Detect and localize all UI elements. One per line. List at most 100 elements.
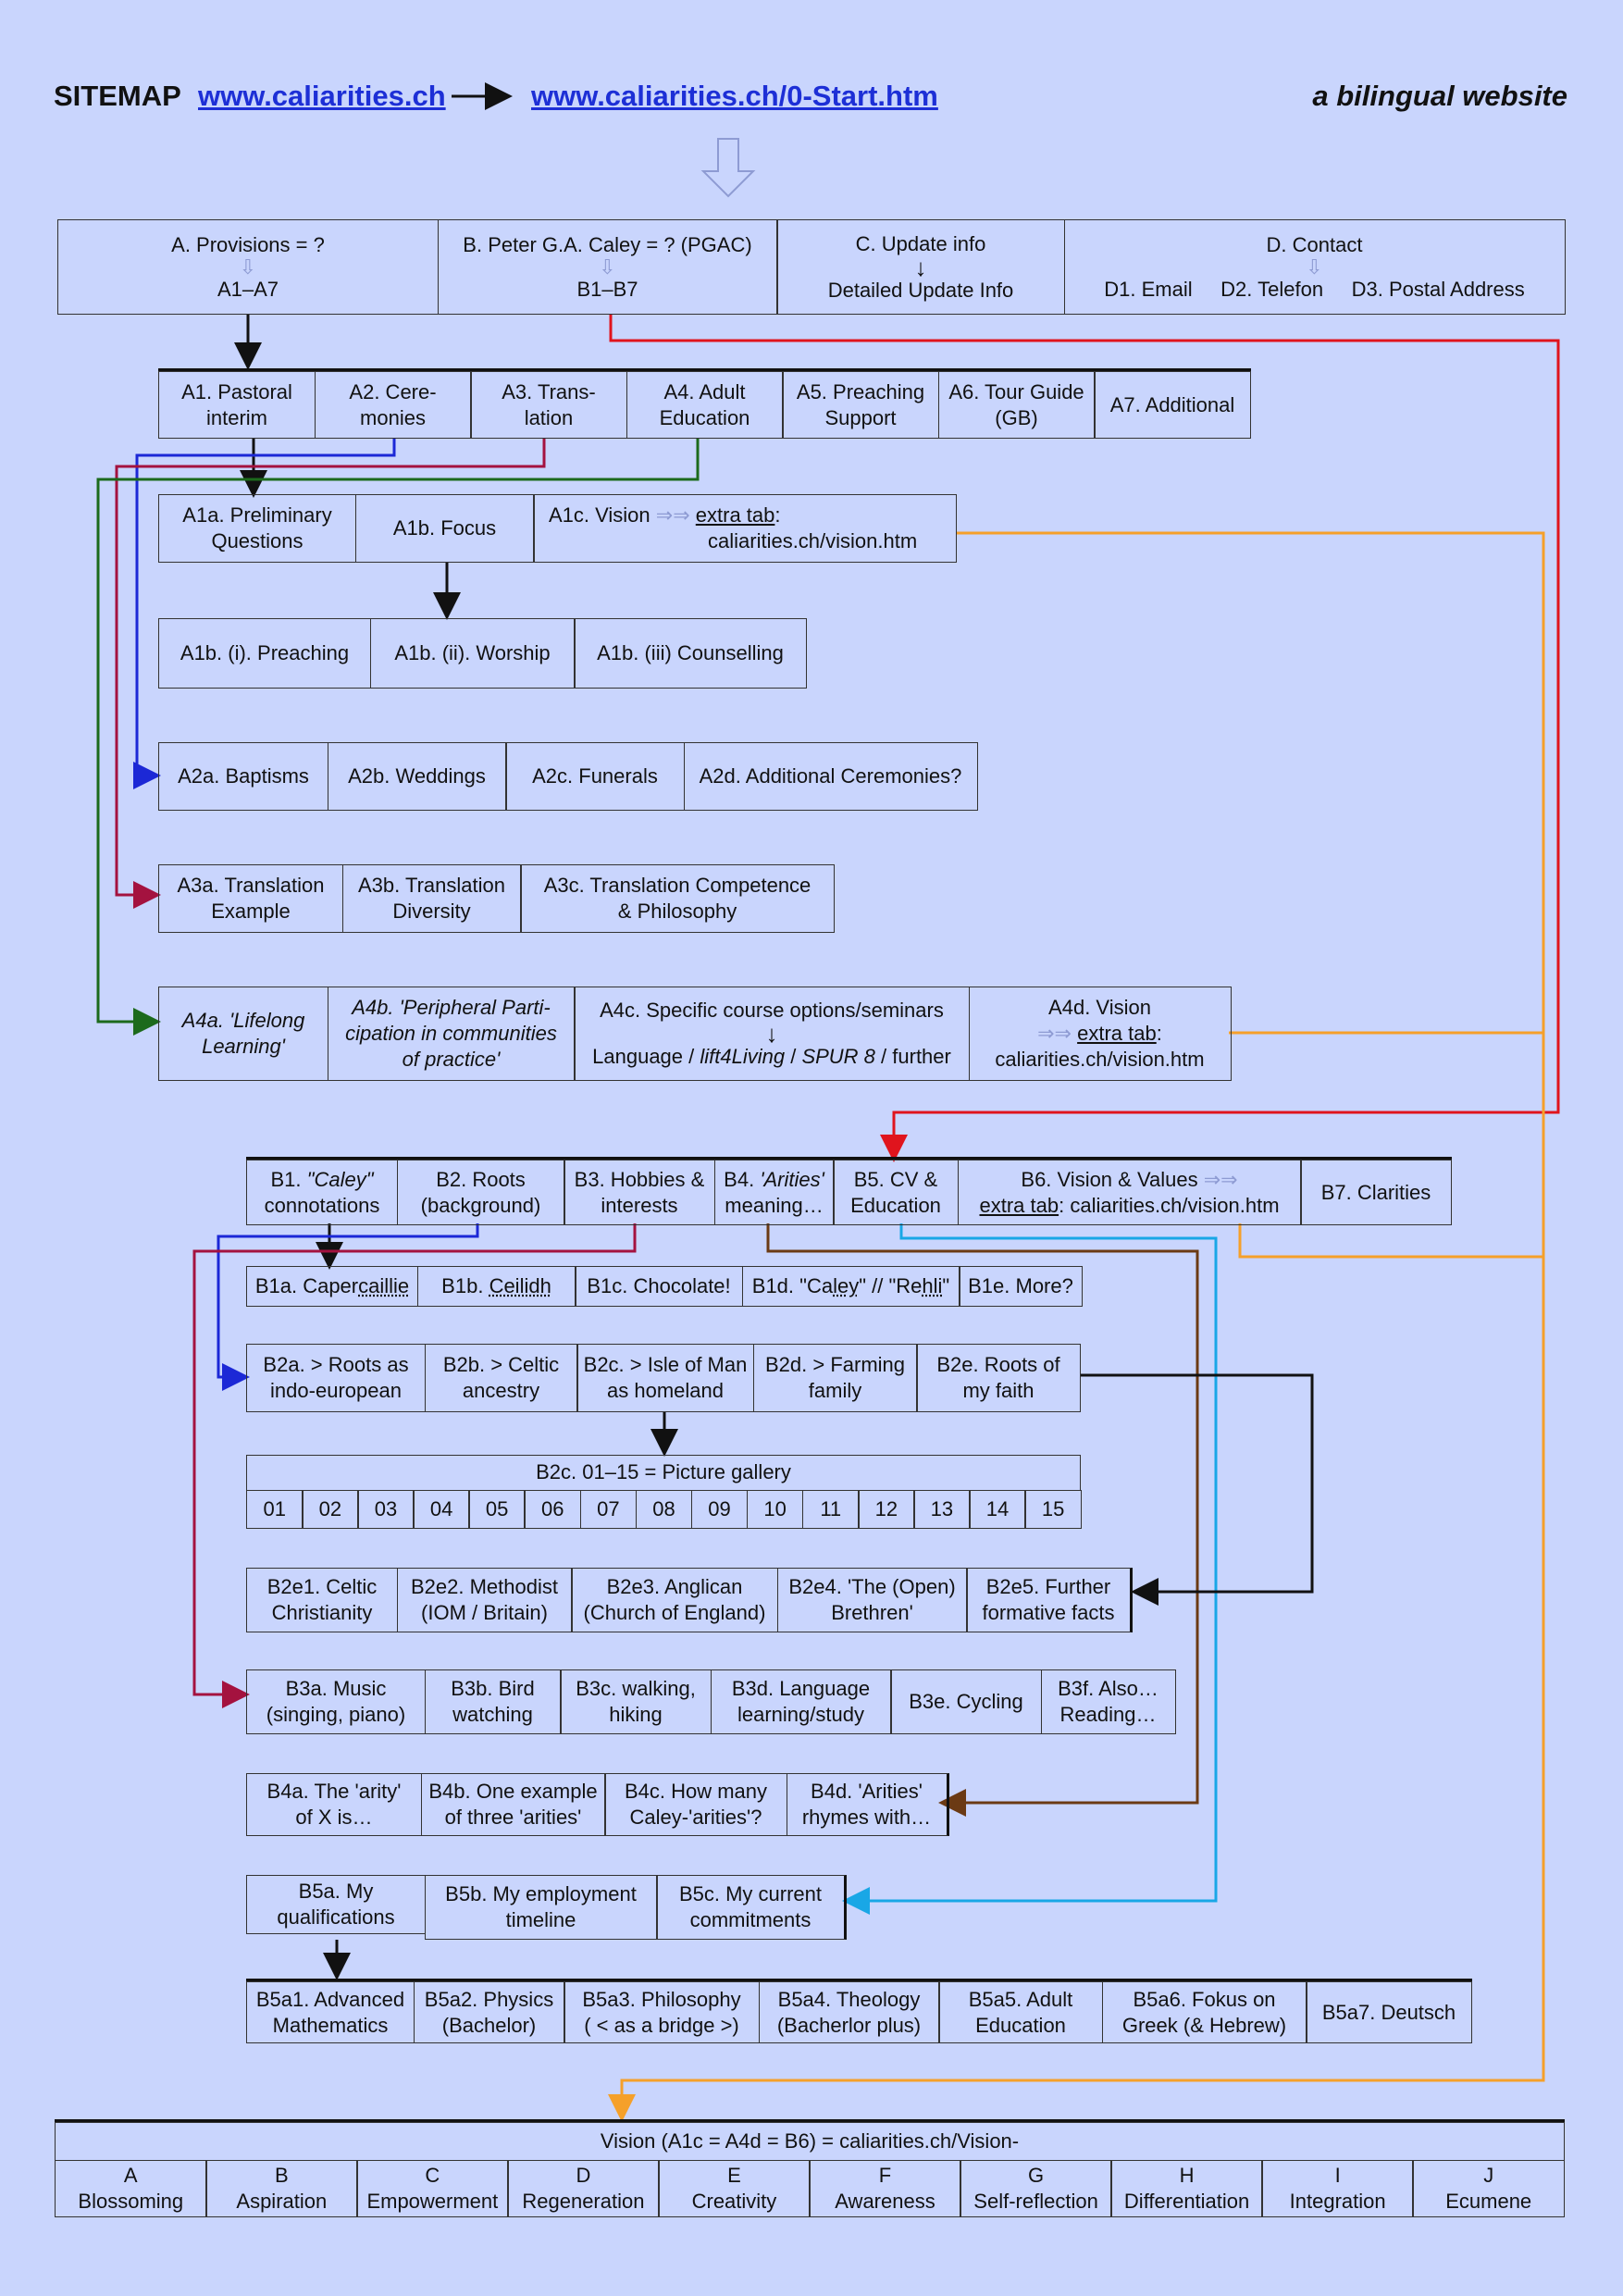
a2a-baptisms[interactable]: A2a. Baptisms xyxy=(158,742,328,811)
a4a-lifelong-learning[interactable]: A4a. 'Lifelong Learning' xyxy=(158,987,328,1081)
a1b-i-preaching[interactable]: A1b. (i). Preaching xyxy=(158,618,371,689)
a7-additional[interactable]: A7. Additional xyxy=(1094,371,1251,439)
a1-pastoral[interactable]: A1. Pastoral interim xyxy=(158,371,316,439)
gallery-item-02[interactable]: 02 xyxy=(302,1490,359,1529)
a3b-translation-diversity[interactable]: A3b. Translation Diversity xyxy=(341,864,522,933)
b4-arities-meaning[interactable]: B4. 'Arities' meaning… xyxy=(713,1160,835,1225)
gallery-item-09[interactable]: 09 xyxy=(690,1490,749,1529)
start-url-link[interactable]: www.caliarities.ch/0-Start.htm xyxy=(531,80,938,112)
gallery-item-03[interactable]: 03 xyxy=(357,1490,415,1529)
b2e2-methodist[interactable]: B2e2. Methodist (IOM / Britain) xyxy=(396,1568,573,1632)
a4c-spur8[interactable]: SPUR 8 xyxy=(801,1045,875,1068)
gallery-item-07[interactable]: 07 xyxy=(579,1490,638,1529)
a4c-course-options[interactable]: A4c. Specific course options/seminars ↓ … xyxy=(574,987,970,1081)
b1-caley-connotations[interactable]: B1. "Caley" connotations xyxy=(246,1160,398,1225)
b5a2-physics[interactable]: B5a2. Physics (Bachelor) xyxy=(413,1981,565,2043)
root-url-link[interactable]: www.caliarities.ch xyxy=(198,80,446,112)
gallery-item-15[interactable]: 15 xyxy=(1024,1490,1082,1529)
b2e5-further-facts[interactable]: B2e5. Further formative facts xyxy=(966,1568,1133,1632)
b4d-rhymes-with[interactable]: B4d. 'Arities' rhymes with… xyxy=(786,1773,949,1836)
gallery-item-14[interactable]: 14 xyxy=(969,1490,1026,1529)
contact-email[interactable]: D1. Email xyxy=(1104,277,1193,301)
a3a-translation-example[interactable]: A3a. Translation Example xyxy=(158,864,343,933)
b3-hobbies[interactable]: B3. Hobbies & interests xyxy=(564,1160,715,1225)
a5-preaching[interactable]: A5. Preaching Support xyxy=(782,371,939,439)
a4c-lift4living[interactable]: lift4Living xyxy=(700,1045,786,1068)
b5a6-greek-hebrew[interactable]: B5a6. Fokus on Greek (& Hebrew) xyxy=(1101,1981,1307,2043)
a4d-vision[interactable]: A4d. Vision ⇒⇒ extra tab: caliarities.ch… xyxy=(968,987,1232,1081)
gallery-item-13[interactable]: 13 xyxy=(913,1490,971,1529)
gallery-item-04[interactable]: 04 xyxy=(413,1490,470,1529)
b5-cv-education[interactable]: B5. CV & Education xyxy=(833,1160,959,1225)
b4c-how-many[interactable]: B4c. How many Caley-'arities'? xyxy=(604,1773,787,1836)
a2d-additional[interactable]: A2d. Additional Ceremonies? xyxy=(683,742,978,811)
b6-url[interactable]: caliarities.ch/vision.htm xyxy=(1070,1193,1280,1217)
a3-translation[interactable]: A3. Trans- lation xyxy=(470,371,627,439)
a2c-funerals[interactable]: A2c. Funerals xyxy=(505,742,685,811)
gallery-item-10[interactable]: 10 xyxy=(746,1490,804,1529)
a4c-further[interactable]: further xyxy=(892,1045,951,1068)
a1a-preliminary[interactable]: A1a. Preliminary Questions xyxy=(158,494,356,563)
b2a-indo-european[interactable]: B2a. > Roots as indo-european xyxy=(246,1344,426,1412)
a6-tour-guide[interactable]: A6. Tour Guide (GB) xyxy=(937,371,1096,439)
b2d-farming-family[interactable]: B2d. > Farming family xyxy=(752,1344,918,1412)
a1b-ii-worship[interactable]: A1b. (ii). Worship xyxy=(369,618,576,689)
a2-ceremonies[interactable]: A2. Cere- monies xyxy=(314,371,472,439)
a4d-url[interactable]: caliarities.ch/vision.htm xyxy=(995,1048,1205,1071)
b5a4-theology[interactable]: B5a4. Theology (Bacherlor plus) xyxy=(758,1981,940,2043)
b3f-also-reading[interactable]: B3f. Also… Reading… xyxy=(1040,1669,1176,1734)
a4-adult-education[interactable]: A4. Adult Education xyxy=(626,371,784,439)
b1c-chocolate[interactable]: B1c. Chocolate! xyxy=(575,1266,743,1307)
b6-extra-tab[interactable]: extra tab xyxy=(979,1193,1059,1217)
b1b-ceilidh[interactable]: B1b. Ceilidh xyxy=(416,1266,576,1307)
b3e-cycling[interactable]: B3e. Cycling xyxy=(890,1669,1042,1734)
b5c-current-commitments[interactable]: B5c. My current commitments xyxy=(656,1875,847,1940)
section-c-update[interactable]: C. Update info ↓ Detailed Update Info xyxy=(776,219,1065,315)
contact-telefon[interactable]: D2. Telefon xyxy=(1220,277,1324,301)
b6-vision-values[interactable]: B6. Vision & Values ⇒⇒ extra tab: caliar… xyxy=(957,1160,1302,1225)
section-d-contact[interactable]: D. Contact ⇩ D1. Email D2. Telefon D3. P… xyxy=(1063,219,1566,315)
b5b-employment-timeline[interactable]: B5b. My employment timeline xyxy=(424,1875,658,1940)
b1d-caley-rehli[interactable]: B1d. "Caley" // "Rehli" xyxy=(741,1266,960,1307)
section-a-provisions[interactable]: A. Provisions = ? ⇩ A1–A7 xyxy=(57,219,439,315)
b7-clarities[interactable]: B7. Clarities xyxy=(1300,1160,1452,1225)
b4a-arity-of-x[interactable]: B4a. The 'arity' of X is… xyxy=(246,1773,422,1836)
a4d-extra-tab[interactable]: extra tab xyxy=(1077,1022,1157,1045)
a2b-weddings[interactable]: A2b. Weddings xyxy=(327,742,507,811)
a1c-vision[interactable]: A1c. Vision ⇒⇒ extra tab: caliarities.ch… xyxy=(533,494,957,563)
b2e4-open-brethren[interactable]: B2e4. 'The (Open) Brethren' xyxy=(776,1568,968,1632)
a4c-language[interactable]: Language xyxy=(592,1045,684,1068)
b5a3-philosophy[interactable]: B5a3. Philosophy ( < as a bridge >) xyxy=(564,1981,760,2043)
b3a-music[interactable]: B3a. Music (singing, piano) xyxy=(246,1669,426,1734)
a1c-url[interactable]: caliarities.ch/vision.htm xyxy=(708,529,918,552)
b4b-one-example[interactable]: B4b. One example of three 'arities' xyxy=(420,1773,606,1836)
gallery-item-06[interactable]: 06 xyxy=(524,1490,582,1529)
b2e1-celtic-christianity[interactable]: B2e1. Celtic Christianity xyxy=(246,1568,398,1632)
b5a7-deutsch[interactable]: B5a7. Deutsch xyxy=(1306,1981,1472,2043)
a4b-peripheral-participation[interactable]: A4b. 'Peripheral Parti- cipation in comm… xyxy=(327,987,576,1081)
a3c-translation-competence[interactable]: A3c. Translation Competence & Philosophy xyxy=(520,864,835,933)
a1b-focus[interactable]: A1b. Focus xyxy=(354,494,535,563)
gallery-item-08[interactable]: 08 xyxy=(635,1490,693,1529)
b3b-bird-watching[interactable]: B3b. Bird watching xyxy=(424,1669,562,1734)
b3d-language-learning[interactable]: B3d. Language learning/study xyxy=(710,1669,892,1734)
b2b-celtic-ancestry[interactable]: B2b. > Celtic ancestry xyxy=(424,1344,578,1412)
vision-title[interactable]: Vision (A1c = A4d = B6) = caliarities.ch… xyxy=(55,2122,1565,2161)
b5a-qualifications[interactable]: B5a. My qualifications xyxy=(246,1875,426,1934)
a1c-extra-tab[interactable]: extra tab xyxy=(695,503,775,527)
gallery-item-01[interactable]: 01 xyxy=(246,1490,304,1529)
gallery-item-11[interactable]: 11 xyxy=(801,1490,860,1529)
b5a1-advanced-mathematics[interactable]: B5a1. Advanced Mathematics xyxy=(246,1981,415,2043)
b1a-capercaillie[interactable]: B1a. Capercaillie xyxy=(246,1266,418,1307)
b3c-walking-hiking[interactable]: B3c. walking, hiking xyxy=(560,1669,712,1734)
b2c-isle-of-man[interactable]: B2c. > Isle of Man as homeland xyxy=(576,1344,754,1412)
a1b-iii-counselling[interactable]: A1b. (iii) Counselling xyxy=(574,618,807,689)
